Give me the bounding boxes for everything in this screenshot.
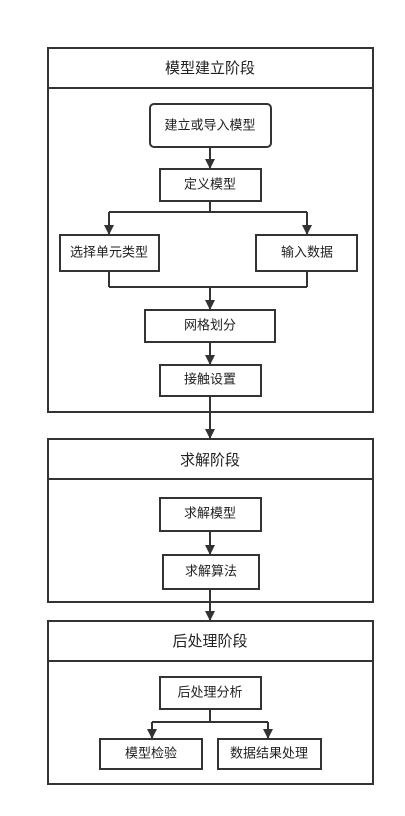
node-solve-algorithm-label: 求解算法 xyxy=(185,565,237,580)
connectors xyxy=(104,148,312,739)
node-define-model: 定义模型 xyxy=(159,168,262,202)
node-build-import-model-label: 建立或导入模型 xyxy=(164,119,255,134)
node-solve-model: 求解模型 xyxy=(159,497,262,532)
node-input-data-label: 输入数据 xyxy=(281,245,333,261)
node-solve-algorithm: 求解算法 xyxy=(162,554,260,590)
node-solve-model-label: 求解模型 xyxy=(184,507,236,522)
node-data-result-processing-label: 数据结果处理 xyxy=(230,747,308,762)
node-mesh: 网格划分 xyxy=(144,309,276,343)
node-data-result-processing: 数据结果处理 xyxy=(217,738,322,770)
node-select-element-type: 选择单元类型 xyxy=(59,234,160,272)
node-build-import-model: 建立或导入模型 xyxy=(149,103,272,148)
node-input-data: 输入数据 xyxy=(255,234,358,272)
node-model-check-label: 模型检验 xyxy=(125,746,177,762)
stage-solving-title: 求解阶段 xyxy=(180,451,240,469)
node-contact-settings: 接触设置 xyxy=(159,364,262,397)
node-select-element-type-label: 选择单元类型 xyxy=(70,246,148,261)
stage-postprocessing-title: 后处理阶段 xyxy=(172,632,247,650)
nodes: 建立或导入模型 定义模型 选择单元类型 输入数据 网格划分 接触设置 求解模型 xyxy=(59,103,358,770)
stage-model-building-title: 模型建立阶段 xyxy=(165,59,255,77)
node-contact-settings-label: 接触设置 xyxy=(184,372,236,388)
node-mesh-label: 网格划分 xyxy=(184,318,236,334)
node-model-check: 模型检验 xyxy=(99,738,203,770)
node-postprocess-analysis: 后处理分析 xyxy=(159,676,262,710)
node-postprocess-analysis-label: 后处理分析 xyxy=(177,686,242,701)
node-define-model-label: 定义模型 xyxy=(184,178,236,193)
